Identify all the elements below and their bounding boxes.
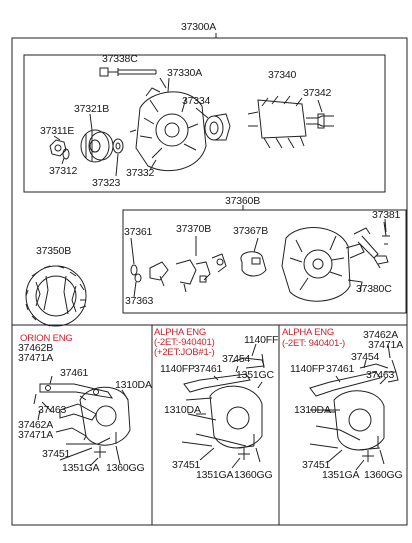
label-37323: 37323: [92, 177, 121, 189]
label-37461: 37461: [60, 367, 89, 379]
label-37321b: 37321B: [74, 103, 110, 115]
pulley-37321b: [80, 113, 114, 163]
alpha2-note-1: (-2ET: 940401-): [282, 338, 346, 349]
label-37370b: 37370B: [176, 223, 212, 235]
label-1140ff: 1140FF: [244, 334, 279, 346]
label-1310da-a1: 1310DA: [164, 404, 201, 416]
label-1360gg-a2: 1360GG: [364, 469, 403, 481]
assembly-label: 37300A: [181, 21, 217, 33]
orion-title: ORION ENG: [20, 333, 73, 344]
label-37451-a1: 37451: [172, 459, 201, 471]
label-1351gc: 1351GC: [236, 369, 274, 381]
label-37380c: 37380C: [356, 283, 392, 295]
label-37332: 37332: [126, 167, 155, 179]
label-37360b: 37360B: [225, 195, 261, 207]
label-1310da: 1310DA: [115, 379, 152, 391]
label-37461-a1: 37461: [194, 363, 223, 375]
label-37461-a2: 37461: [326, 363, 355, 375]
stator-37350b: [25, 265, 87, 327]
label-1140fp: 1140FP: [160, 363, 195, 375]
label-1360gg-a1: 1360GG: [234, 469, 273, 481]
alpha2-box: [278, 324, 408, 526]
alternator-box: [23, 54, 386, 193]
bolt-37338c: [99, 67, 167, 89]
label-37451-a2: 37451: [302, 459, 331, 471]
label-37312: 37312: [49, 165, 78, 177]
rectifier-box: [122, 209, 407, 314]
front-housing-37330a: [135, 77, 207, 172]
nut-37311e: [49, 135, 70, 165]
alpha1-bracket-drawing: [181, 343, 265, 469]
label-37334: 37334: [182, 95, 211, 107]
leader-37332: [149, 159, 157, 171]
label-37342: 37342: [303, 87, 332, 99]
label-37311e: 37311E: [40, 125, 75, 137]
label-1351ga-a2: 1351GA: [322, 469, 360, 481]
alpha1-note-1: (-2ET:-940401): [154, 337, 215, 348]
label-37462a: 37462A: [18, 419, 54, 431]
label-37361: 37361: [124, 226, 153, 238]
rear-housing-37380c: [281, 218, 390, 302]
alpha1-note-2: (+2ET:JOB#1-): [154, 347, 215, 358]
label-37454: 37454: [222, 353, 251, 365]
label-37462a-a2: 37462A: [363, 329, 399, 341]
label-37350b: 37350B: [36, 245, 72, 257]
label-37454-a2: 37454: [351, 351, 380, 363]
label-1351ga: 1351GA: [62, 462, 100, 474]
label-37471a: 37471A: [18, 352, 54, 364]
label-37462b: 37462B: [18, 342, 54, 354]
rectifier-parts: [130, 236, 267, 298]
label-37363: 37363: [125, 295, 154, 307]
alpha2-bracket-drawing: [309, 343, 399, 471]
label-37451: 37451: [42, 448, 71, 460]
label-37471a-a2: 37471A: [368, 339, 404, 351]
label-1360gg: 1360GG: [106, 462, 145, 474]
spacer-37323: [112, 129, 137, 177]
label-37338c: 37338C: [102, 53, 138, 65]
orion-bracket-drawing: [33, 375, 131, 467]
rotor-37340: [247, 95, 334, 149]
label-37367b: 37367B: [233, 225, 269, 237]
label-37463-a2: 37463: [366, 369, 395, 381]
label-1140fp-a2: 1140FP: [290, 363, 325, 375]
label-37330a: 37330A: [167, 67, 203, 79]
label-1351ga-a1: 1351GA: [196, 469, 234, 481]
alpha2-title: ALPHA ENG: [282, 327, 335, 338]
bearing-37334: [195, 107, 231, 141]
label-37471a-b: 37471A: [18, 429, 54, 441]
label-37340: 37340: [268, 69, 297, 81]
label-37463: 37463: [38, 404, 67, 416]
alpha1-title: ALPHA ENG: [154, 327, 207, 338]
label-37381: 37381: [372, 209, 401, 221]
label-1310da-a2: 1310DA: [294, 404, 331, 416]
